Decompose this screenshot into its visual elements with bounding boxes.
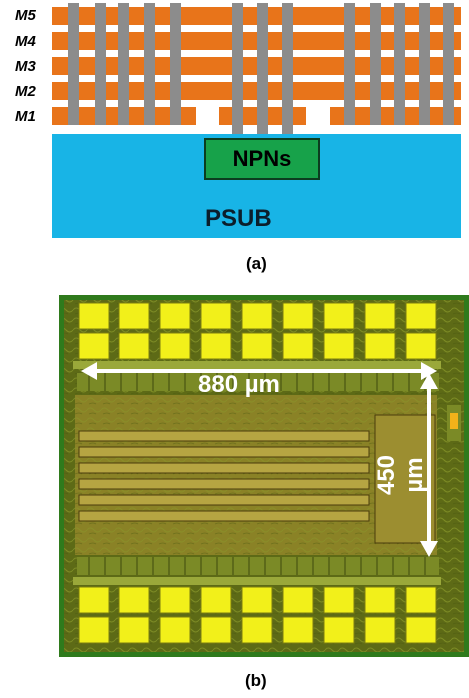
via-column [282,3,293,138]
bond-pad [200,616,232,644]
finger [78,446,370,458]
bond-pad [200,332,232,360]
bond-pad [159,616,191,644]
bond-pad [118,302,150,330]
bond-pad [282,586,314,614]
bond-pad [159,332,191,360]
bond-pad [241,332,273,360]
height-label: 450 µm [373,454,428,496]
finger [78,510,370,522]
bond-pad [159,302,191,330]
bond-pad [282,616,314,644]
bond-pad [78,302,110,330]
bond-pad [282,302,314,330]
via-column [370,3,381,125]
via-column [344,3,355,125]
via-column [118,3,129,125]
bond-pad [323,302,355,330]
array-right-block [374,414,436,544]
bond-pad [323,616,355,644]
via-column [394,3,405,125]
bond-pad [241,616,273,644]
bond-pad [78,586,110,614]
finger [78,478,370,490]
bond-pad [118,332,150,360]
bottom-bus [73,577,441,585]
bond-pad [78,332,110,360]
bond-pad [323,586,355,614]
caption-a: (a) [246,254,267,273]
metal-label-m5: M5 [15,7,36,24]
die-photo-drawing [58,294,469,658]
bond-pad [282,332,314,360]
via-columns [68,3,454,138]
bond-pad [364,616,396,644]
top-bus [73,361,441,369]
via-column [144,3,155,125]
bond-pad [323,332,355,360]
via-column [443,3,454,125]
side-pad [450,413,458,429]
via-column [232,3,243,138]
die-frame [58,294,469,658]
metal-label-m1: M1 [15,108,36,125]
die-photo: 880 µm 450 µm [58,294,469,658]
bond-pad [118,586,150,614]
bond-pad [364,586,396,614]
bond-pad [241,586,273,614]
width-label: 880 µm [198,371,280,398]
cross-section-diagram: M5 M4 M3 M2 M1 [0,0,469,280]
finger [78,494,370,506]
bond-pad [78,616,110,644]
bond-pad [405,302,437,330]
via-column [95,3,106,125]
bond-pad [364,302,396,330]
npn-device-box: NPNs [204,138,320,180]
caption-b: (b) [245,671,267,690]
bond-pad [200,586,232,614]
bond-pad [200,302,232,330]
bond-pad [364,332,396,360]
bond-pad [241,302,273,330]
width-arrow [81,362,437,380]
substrate-label: PSUB [205,205,272,232]
bond-pad [159,586,191,614]
top-bus-comb [77,373,439,391]
bond-pad [118,616,150,644]
bond-pad [405,332,437,360]
via-column [170,3,181,125]
npn-label: NPNs [232,146,292,171]
metal-stack [52,3,461,238]
bottom-bus-comb [77,557,439,575]
via-column [68,3,79,125]
finger [78,430,370,442]
bond-pad [405,586,437,614]
via-column [419,3,430,125]
metal-label-m4: M4 [15,33,36,50]
bond-pad [405,616,437,644]
metal-label-m2: M2 [15,83,36,100]
finger [78,462,370,474]
via-column [257,3,268,138]
metal-label-m3: M3 [15,58,36,75]
height-arrow [420,373,438,557]
